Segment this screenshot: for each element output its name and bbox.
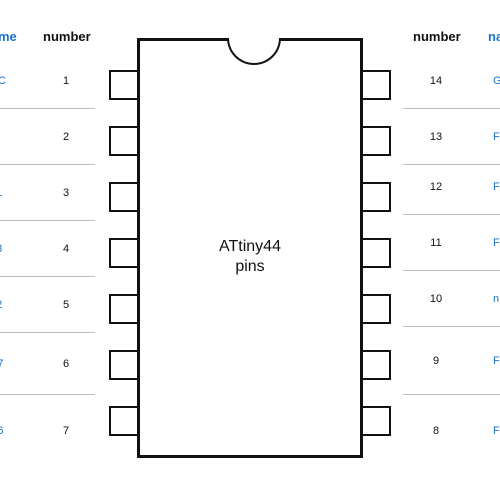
- pin-number: 8: [432, 425, 440, 437]
- pin-name: G: [493, 74, 500, 87]
- right-name-header: na: [488, 29, 500, 44]
- right-pin-row-14: 14 G: [403, 53, 500, 109]
- right-pin-row-13: 13 F: [403, 109, 500, 165]
- chip-label: ATtiny44 pins: [140, 237, 360, 277]
- chip-notch: [227, 38, 281, 65]
- pin-number: 14: [429, 74, 443, 87]
- left-pin-leg-2: [109, 126, 137, 156]
- pin-name: 32: [0, 298, 2, 312]
- right-pin-leg-13: [363, 126, 391, 156]
- left-pin-row-2: 0 2: [0, 109, 95, 165]
- pin-number: 6: [62, 357, 70, 370]
- right-pin-row-9: 9 F: [403, 327, 500, 395]
- right-pin-leg-10: [363, 294, 391, 324]
- left-pin-row-1: CC 1: [0, 53, 95, 109]
- chip-label-line-1: ATtiny44: [219, 238, 281, 255]
- pin-number: 2: [62, 130, 70, 143]
- right-pin-leg-9: [363, 350, 391, 380]
- pin-name: F: [493, 354, 500, 367]
- left-pin-leg-3: [109, 182, 137, 212]
- left-number-header: number: [43, 29, 91, 44]
- pin-name: F: [493, 180, 500, 193]
- left-pin-row-3: 31 3: [0, 165, 95, 221]
- left-pin-row-5: 32 5: [0, 277, 95, 333]
- pin-number: 10: [429, 292, 443, 305]
- right-pin-row-10: 10 n: [403, 271, 500, 327]
- right-number-header: number: [413, 29, 461, 44]
- left-pin-row-7: A6 7: [0, 403, 95, 459]
- pin-name: n: [493, 292, 500, 305]
- chip-label-line-2: pins: [235, 258, 265, 275]
- pin-name: A7: [0, 357, 4, 370]
- right-pin-row-8: 8 F: [403, 403, 500, 459]
- chip-body: ATtiny44 pins: [137, 38, 363, 458]
- right-pin-leg-12: [363, 182, 391, 212]
- pin-number: 4: [62, 242, 70, 255]
- pin-number: 5: [62, 298, 70, 311]
- left-name-header: me: [0, 29, 17, 44]
- pin-number: 9: [432, 354, 440, 367]
- pin-number: 11: [430, 236, 442, 249]
- pin-name: F: [493, 236, 500, 249]
- right-pin-row-11: 11 F: [403, 215, 500, 271]
- pin-name: CC: [0, 74, 6, 87]
- pin-number: 7: [62, 425, 70, 437]
- left-pin-leg-4: [109, 238, 137, 268]
- pin-name: 33: [0, 242, 2, 256]
- right-pin-leg-11: [363, 238, 391, 268]
- left-pin-leg-7: [109, 406, 137, 436]
- pin-number: 13: [429, 130, 443, 143]
- left-pin-leg-5: [109, 294, 137, 324]
- pin-name: F: [493, 130, 500, 143]
- right-pin-leg-14: [363, 70, 391, 100]
- right-pin-leg-8: [363, 406, 391, 436]
- right-pin-row-12: 12 F: [403, 159, 500, 215]
- left-pin-leg-6: [109, 350, 137, 380]
- left-pin-leg-1: [109, 70, 137, 100]
- left-pin-row-6: A7 6: [0, 333, 95, 395]
- pin-name: 31: [0, 186, 2, 200]
- left-pin-row-4: 33 4: [0, 221, 95, 277]
- pin-name: F: [493, 425, 500, 437]
- pin-number: 3: [62, 186, 70, 199]
- pin-number: 12: [429, 180, 443, 193]
- pin-name: A6: [0, 425, 4, 437]
- pin-number: 1: [62, 74, 70, 87]
